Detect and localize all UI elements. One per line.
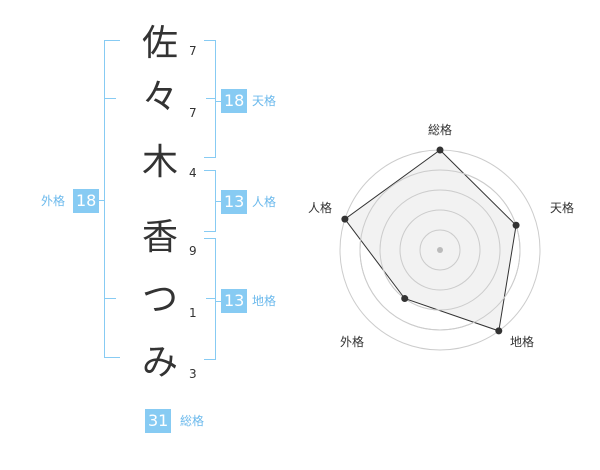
name-char-2: 々 [141,77,178,118]
radar-point-2 [495,327,503,335]
name-char-6: み [141,342,178,383]
name-char-1: 佐 [141,23,178,64]
stroke-count-5: 1 [189,306,197,320]
jinkaku-label: 人格 [252,195,277,209]
radar-data-polygon [344,149,517,332]
radar-grid-ring-overlay-3 [379,189,501,311]
gaikaku-bracket [104,40,120,358]
chikaku-label: 地格 [252,294,277,308]
radar-point-1 [512,221,520,229]
tenkaku-bracket-tick [206,98,216,99]
stroke-count-6: 3 [189,367,197,381]
name-char-4: 香 [141,217,178,258]
chikaku-value-badge: 13 [221,289,248,313]
gaikaku-value-badge: 18 [73,189,100,213]
tenkaku-label: 天格 [252,94,277,108]
chikaku-bracket-tick [206,298,216,299]
stroke-count-2: 7 [189,106,197,120]
soukaku-label: 総格 [180,414,205,428]
tenkaku-bracket [204,40,216,158]
radar-grid-ring-overlay-2 [399,209,481,291]
radar-label-gaikaku: 外格 [340,335,365,349]
radar-center-dot [437,247,443,253]
gaikaku-label: 外格 [41,194,66,208]
gaikaku-connector [98,200,105,201]
name-char-3: 木 [141,142,178,183]
radar-label-jinkaku: 人格 [308,201,333,215]
gaikaku-bracket-tick-1 [104,98,116,99]
radar-label-chikaku: 地格 [510,335,535,349]
name-char-5: つ [141,279,178,320]
jinkaku-connector [215,201,221,202]
jinkaku-value-badge: 13 [221,190,248,214]
radar-grid-ring-overlay-4 [359,169,521,331]
radar-point-3 [401,295,409,303]
tenkaku-connector [215,101,221,102]
soukaku-value-badge: 31 [145,409,172,433]
radar-point-4 [341,215,349,223]
chikaku-bracket [204,238,216,360]
chikaku-connector [215,301,221,302]
radar-label-soukaku: 総格 [428,123,453,137]
gaikaku-bracket-tick-2 [104,298,116,299]
radar-label-tenkaku: 天格 [550,201,575,215]
tenkaku-value-badge: 18 [221,89,248,113]
stroke-count-1: 7 [189,44,197,58]
radar-grid-ring-overlay-1 [419,229,461,271]
stroke-count-4: 9 [189,244,197,258]
stroke-count-3: 4 [189,166,197,180]
radar-point-0 [436,146,444,154]
